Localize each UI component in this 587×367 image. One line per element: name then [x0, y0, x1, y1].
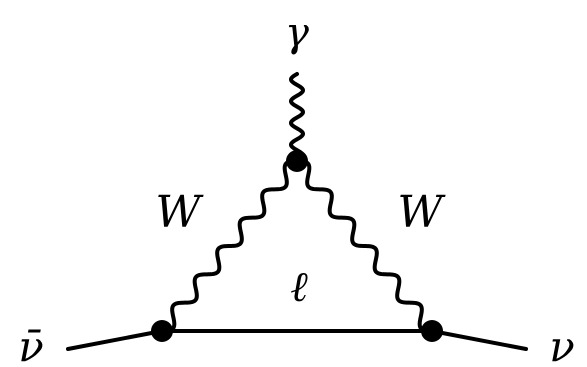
photon-line	[288, 72, 306, 163]
photon-label: γ	[285, 10, 309, 56]
antineutrino-line	[66, 329, 164, 351]
vertex-left	[151, 320, 173, 342]
w-line-left	[160, 159, 299, 333]
antineutrino-label: ν̄	[18, 322, 44, 367]
neutrino-label: ν	[549, 322, 575, 367]
w-line-right	[295, 159, 434, 333]
vertex-right	[421, 320, 443, 342]
w-label-right: W	[397, 187, 446, 238]
w-label-left: W	[155, 187, 204, 238]
neutrino-line	[430, 329, 528, 351]
lepton-label: ℓ	[290, 262, 308, 311]
vertex-top	[286, 150, 308, 172]
